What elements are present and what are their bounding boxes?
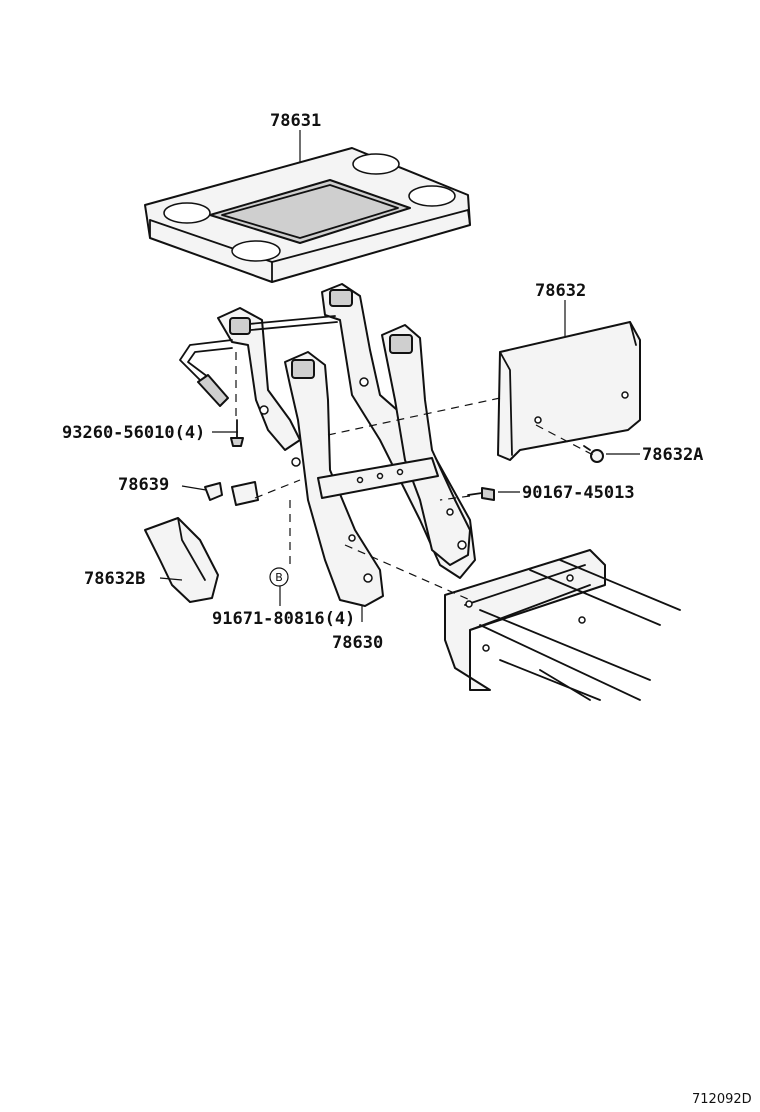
cover-78632B: [144, 517, 219, 603]
label-91671-80816: 91671-80816(4): [212, 609, 355, 629]
circle-b-label: B: [275, 571, 283, 584]
cover-78632: [497, 321, 641, 461]
label-93260-56010: 93260-56010(4): [62, 423, 205, 443]
alignment-lines: [235, 352, 596, 601]
label-78631: 78631: [270, 111, 321, 131]
label-78632A: 78632A: [642, 445, 703, 465]
frame-assembly-78630: [179, 283, 476, 607]
label-78630: 78630: [332, 633, 383, 653]
bolt-93260: [230, 419, 244, 447]
circle-b-marker: B: [269, 567, 289, 587]
screw-78632A: [583, 445, 604, 463]
clip-78639: [204, 481, 259, 506]
diagram-id: 712092D: [692, 1092, 752, 1107]
label-78639: 78639: [118, 475, 169, 495]
label-90167-45013: 90167-45013: [522, 483, 635, 503]
floor-bracket: [444, 549, 681, 701]
label-78632B: 78632B: [84, 569, 145, 589]
bolt-90167: [467, 487, 495, 501]
tray-78631: [144, 147, 471, 283]
label-78632: 78632: [535, 281, 586, 301]
leader-lines: [159, 130, 640, 622]
